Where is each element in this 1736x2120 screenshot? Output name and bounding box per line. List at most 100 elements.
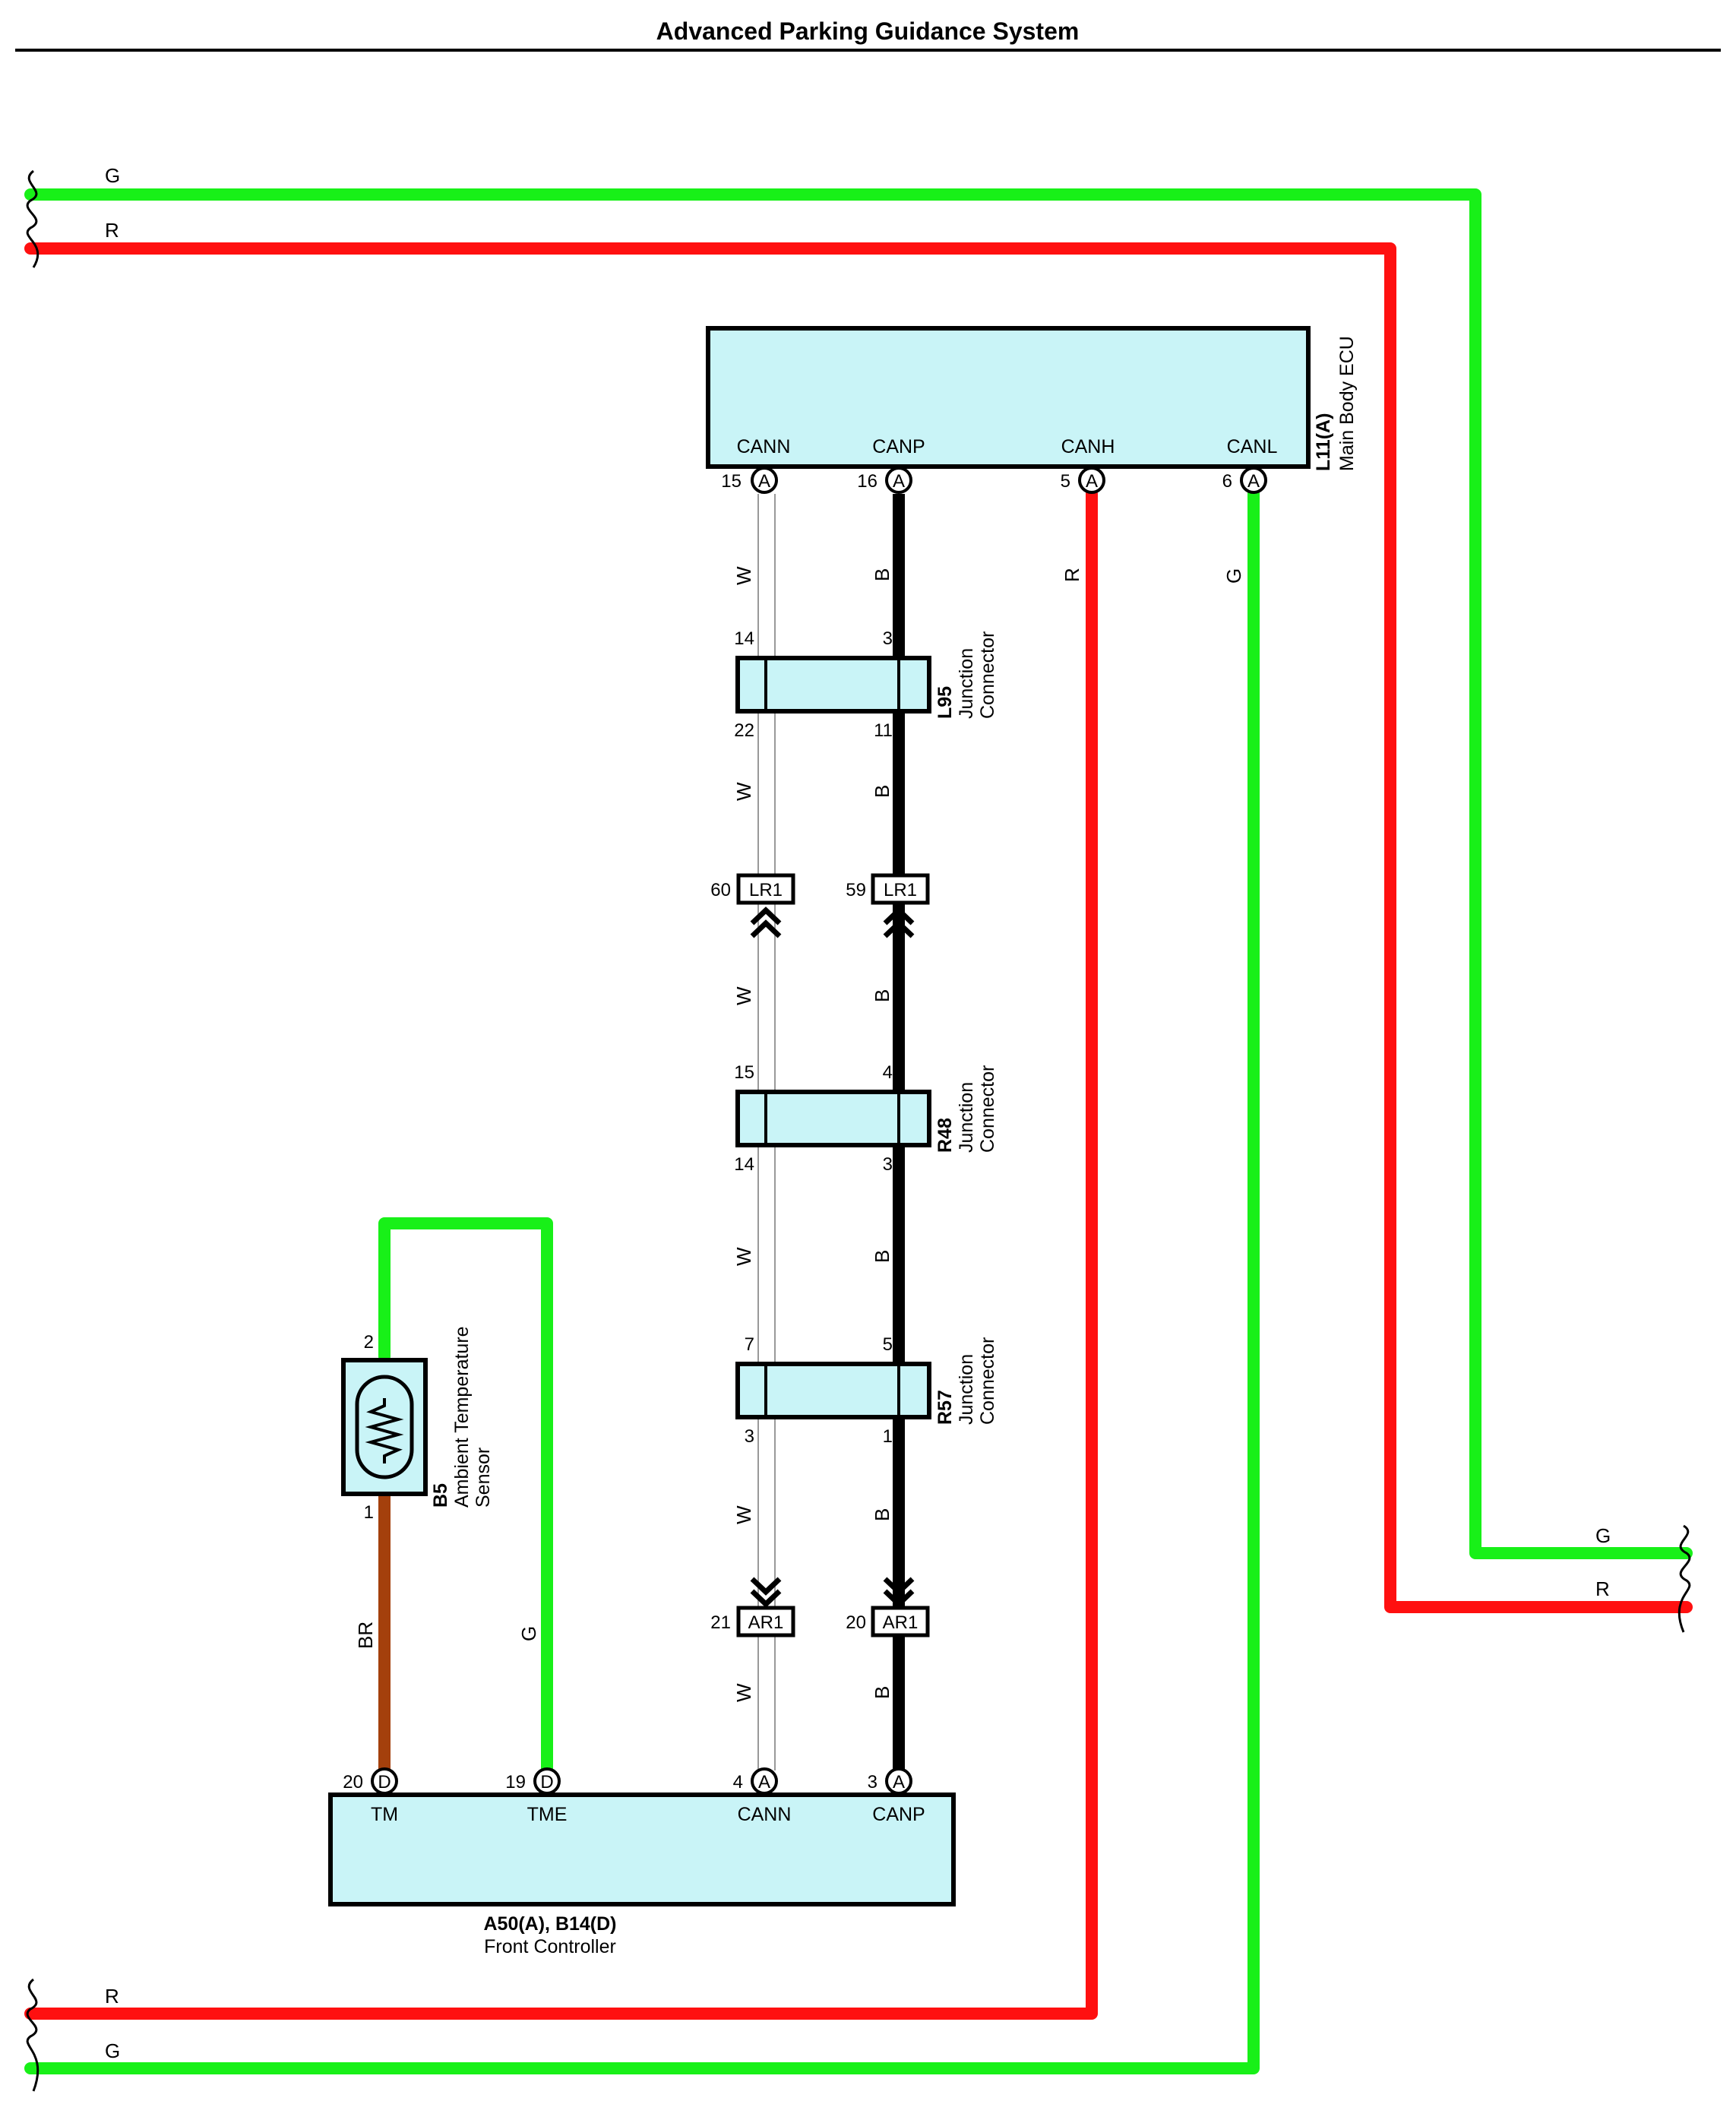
wire-label-g-top-left: G — [105, 164, 120, 187]
wire-label-r-top-left: R — [105, 219, 119, 242]
r57-name-line1: Junction — [956, 1354, 977, 1425]
ecu-terminal-canl-conn: A — [1247, 471, 1260, 492]
l95-id: L95 — [934, 686, 956, 719]
wire-label-r-canh: R — [1061, 568, 1083, 582]
r48-name-line2: Connector — [977, 1065, 998, 1153]
ecu-terminal-cann-conn: A — [758, 471, 770, 492]
ecu-terminal-cann: A — [751, 467, 778, 494]
fc-terminal-tm-num: 20 — [343, 1772, 363, 1793]
main-body-ecu-box — [706, 326, 1311, 469]
r57-pin-top-left: 7 — [745, 1334, 754, 1355]
fc-terminal-tme: D — [533, 1767, 561, 1795]
wire-g-top-bus — [24, 188, 1693, 1559]
wire-label-g-bottom-left: G — [105, 2039, 120, 2062]
sensor-id: B5 — [430, 1483, 451, 1508]
ecu-pin-signal-canh: CANH — [1061, 436, 1115, 457]
r48-pin-bottom-right: 3 — [883, 1154, 893, 1175]
fc-terminal-cann: A — [751, 1767, 778, 1795]
wire-g-canl — [24, 488, 1260, 2074]
ecu-terminal-canh-conn: A — [1086, 471, 1098, 492]
wire-label-r-bottom-left: R — [105, 1985, 119, 2008]
ecu-terminal-canl-num: 6 — [1222, 471, 1232, 492]
sensor-pin-bottom: 1 — [364, 1502, 374, 1523]
l95-pin-bottom-right: 11 — [874, 720, 893, 741]
fc-terminal-canp: A — [885, 1767, 912, 1795]
junction-connector-r48 — [735, 1090, 931, 1147]
wire-label-g-right: G — [1595, 1524, 1611, 1547]
front-controller-id: A50(A), B14(D) — [483, 1913, 616, 1935]
r57-pin-bottom-right: 1 — [883, 1426, 893, 1447]
wire-label-w-4: W — [732, 1247, 755, 1266]
fc-terminal-canp-num: 3 — [868, 1772, 877, 1793]
ecu-terminal-canl: A — [1240, 467, 1267, 494]
lr1-chevron-icons — [750, 907, 915, 938]
wire-label-g-tme: G — [517, 1626, 540, 1641]
wire-label-b-2: B — [871, 785, 893, 798]
lr1-left-pin: 60 — [710, 880, 731, 900]
wire-label-w-2: W — [732, 782, 755, 801]
page-title: Advanced Parking Guidance System — [656, 17, 1080, 45]
main-body-ecu-label: L11(A) Main Body ECU — [1313, 336, 1358, 471]
wire-label-b-6: B — [871, 1686, 893, 1699]
ar1-right-name: AR1 — [883, 1612, 919, 1633]
fc-terminal-tm-conn: D — [378, 1772, 391, 1793]
fc-terminal-tme-conn: D — [540, 1772, 553, 1793]
sensor-name-line2: Sensor — [473, 1448, 494, 1508]
r57-id: R57 — [934, 1390, 956, 1425]
wire-label-b-3: B — [871, 989, 893, 1002]
fc-terminal-cann-conn: A — [758, 1772, 770, 1793]
ecu-terminal-canh: A — [1078, 467, 1105, 494]
l95-pin-bottom-left: 22 — [734, 720, 754, 741]
inline-connector-ar1-left: AR1 — [736, 1606, 795, 1637]
wire-label-b-4: B — [871, 1250, 893, 1263]
front-controller-box — [328, 1793, 956, 1906]
fc-terminal-tm: D — [371, 1767, 398, 1795]
junction-connector-l95 — [735, 656, 931, 714]
fc-pin-signal-canp: CANP — [872, 1804, 925, 1825]
r48-pin-bottom-left: 14 — [734, 1154, 754, 1175]
l95-name-line1: Junction — [956, 648, 977, 719]
ambient-temperature-sensor — [341, 1358, 428, 1496]
wire-label-w-5: W — [732, 1505, 755, 1524]
fc-pin-signal-cann: CANN — [738, 1804, 792, 1825]
r57-name-line2: Connector — [977, 1337, 998, 1425]
r57-pin-top-right: 5 — [883, 1334, 893, 1355]
inline-connector-ar1-right: AR1 — [871, 1606, 930, 1637]
ecu-pin-signal-canp: CANP — [872, 436, 925, 457]
ar1-left-pin: 21 — [710, 1612, 731, 1633]
ecu-terminal-cann-num: 15 — [721, 471, 742, 492]
r48-pin-top-left: 15 — [734, 1062, 754, 1083]
r48-name-line1: Junction — [956, 1082, 977, 1153]
fc-terminal-tme-num: 19 — [505, 1772, 526, 1793]
inline-connector-lr1-left: LR1 — [736, 873, 795, 905]
r48-id: R48 — [934, 1118, 956, 1153]
wire-label-br: BR — [354, 1622, 377, 1649]
wire-label-w-3: W — [732, 986, 755, 1005]
fc-pin-signal-tme: TME — [527, 1804, 568, 1825]
l95-pin-top-right: 3 — [883, 628, 893, 649]
ecu-terminal-canh-num: 5 — [1061, 471, 1070, 492]
r48-pin-top-right: 4 — [883, 1062, 893, 1083]
wire-label-w-1: W — [732, 566, 755, 585]
ecu-pin-signal-cann: CANN — [737, 436, 791, 457]
lr1-right-name: LR1 — [884, 880, 917, 900]
wire-label-r-right: R — [1595, 1577, 1610, 1600]
l95-pin-top-left: 14 — [734, 628, 754, 649]
ecu-terminal-canp: A — [885, 467, 912, 494]
ar1-right-pin: 20 — [846, 1612, 866, 1633]
fc-terminal-cann-num: 4 — [733, 1772, 743, 1793]
r57-pin-bottom-left: 3 — [745, 1426, 754, 1447]
ar1-left-name: AR1 — [748, 1612, 784, 1633]
wire-r-canh — [24, 488, 1098, 2020]
sensor-name-line1: Ambient Temperature — [451, 1326, 473, 1508]
wire-label-b-5: B — [871, 1508, 893, 1521]
ecu-terminal-canp-num: 16 — [857, 471, 877, 492]
sensor-pin-top: 2 — [364, 1332, 374, 1353]
main-body-ecu-name: Main Body ECU — [1336, 336, 1358, 471]
l95-name-line2: Connector — [977, 631, 998, 719]
lr1-left-name: LR1 — [749, 880, 783, 900]
lr1-right-pin: 59 — [846, 880, 866, 900]
front-controller-name: Front Controller — [484, 1936, 616, 1957]
wire-break-marks — [26, 169, 1691, 2092]
ar1-chevron-icons — [750, 1577, 915, 1608]
